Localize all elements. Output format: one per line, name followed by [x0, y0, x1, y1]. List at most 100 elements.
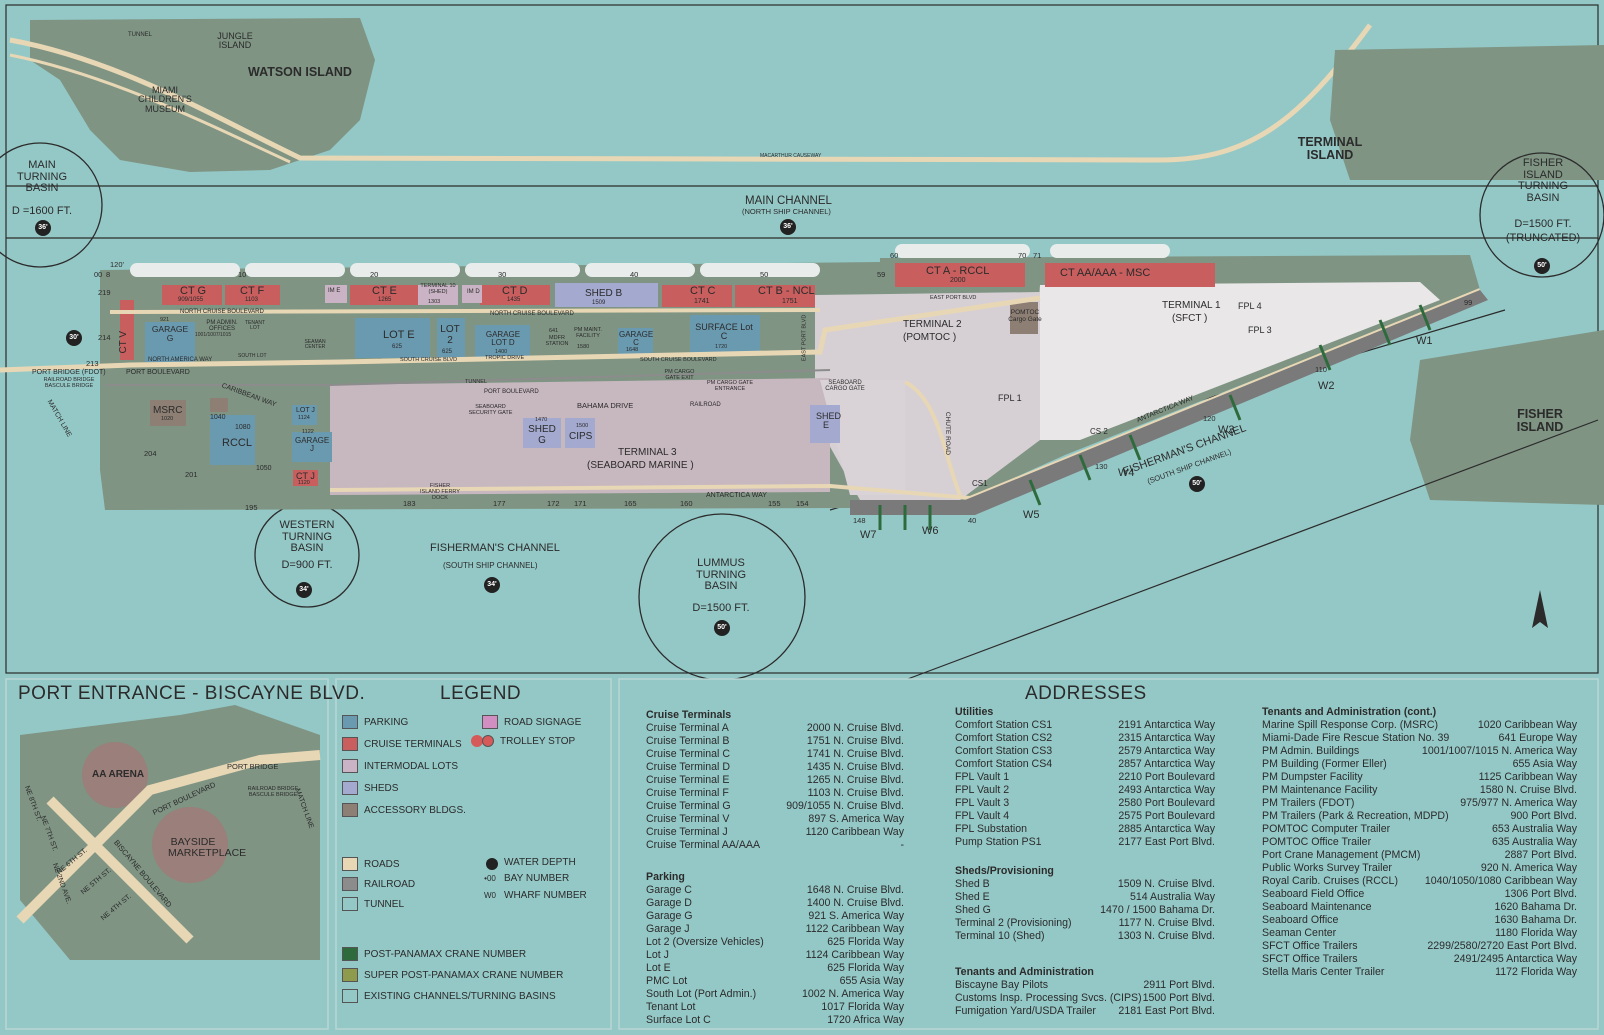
address-group-title: Parking: [646, 871, 685, 883]
address-row: South Lot (Port Admin.)1002 N. America W…: [646, 988, 904, 1001]
bahama-drive-label: BAHAMA DRIVE: [577, 401, 634, 410]
bay-number: 165: [624, 499, 637, 508]
terminal-3-sub: (SEABOARD MARINE ): [587, 460, 694, 471]
legend-item: ACCESSORY BLDGS.: [342, 803, 466, 817]
lot-j-block: [292, 405, 317, 425]
bay-number: 99: [1464, 298, 1473, 307]
address-value: 641 Europe Way: [1498, 732, 1577, 744]
bay-number: 155: [768, 499, 781, 508]
fisherman-right-depth: 50': [1189, 476, 1205, 492]
legend-swatch: [342, 877, 358, 891]
bay-number: 40: [630, 270, 639, 279]
address-value: 1306 Port Blvd.: [1504, 888, 1577, 900]
pm-admin-number: 1001/1007/1015: [195, 332, 232, 338]
address-name: PMC Lot: [646, 975, 688, 987]
bay-number: 195: [245, 503, 258, 512]
address-value: 1509 N. Cruise Blvd.: [1117, 878, 1215, 890]
address-value: 2911 Port Blvd.: [1143, 979, 1215, 991]
address-name: Royal Carib. Cruises (RCCL): [1262, 875, 1398, 887]
legend-symbol: •00: [484, 874, 496, 883]
fisher-island-label: FISHER ISLAND: [1516, 407, 1564, 435]
legend-label: PARKING: [364, 716, 409, 728]
ct-aa-block: [1045, 263, 1215, 287]
legend-label: ROAD SIGNAGE: [504, 716, 582, 728]
fpl3-label: FPL 3: [1248, 325, 1272, 335]
legend-item: POST-PANAMAX CRANE NUMBER: [342, 947, 526, 961]
ct-c-number: 1741: [694, 298, 710, 305]
entrance-rr-bridge-label: RAILROAD BRIDGE BASCULE BRIDGE: [247, 786, 299, 798]
bay-number: 204: [144, 449, 157, 458]
fisherman-channel-left-sub: (SOUTH SHIP CHANNEL): [443, 561, 538, 570]
lot-e-label: LOT E: [383, 329, 415, 341]
antarctica-way-label: ANTARCTICA WAY: [706, 492, 767, 499]
address-name: POMTOC Office Trailer: [1262, 836, 1372, 848]
address-value: 2575 Port Boulevard: [1118, 810, 1215, 822]
bay-number: 120': [110, 260, 124, 269]
address-value: 1172 Florida Way: [1495, 966, 1577, 978]
bay-number: 177: [493, 499, 506, 508]
causeway-ramp: [9, 53, 291, 164]
ct-g-block: [162, 285, 222, 305]
msrc-label: MSRC: [153, 405, 183, 416]
garage-c-block: [618, 328, 653, 356]
address-name: Terminal 10 (Shed): [955, 930, 1045, 942]
address-name: Garage J: [646, 923, 690, 935]
ct-e-label: CT E: [372, 285, 397, 297]
lot-2-label: LOT 2: [440, 324, 460, 346]
ct-j-label: CT J: [296, 471, 315, 481]
pm-cargo-entrance-label: PM CARGO GATE ENTRANCE: [706, 380, 754, 392]
address-name: Garage D: [646, 897, 692, 909]
south-lot-label: SOUTH LOT: [238, 353, 267, 359]
address-value: 2177 East Port Blvd.: [1118, 836, 1215, 848]
seaman-center-label: SEAMAN CENTER: [304, 339, 326, 351]
address-value: 1125 Caribbean Way: [1478, 771, 1577, 783]
address-value: 2579 Antarctica Way: [1118, 745, 1215, 757]
address-row: Terminal 2 (Provisioning)1177 N. Cruise …: [955, 917, 1215, 930]
shed-b-number: 1509: [592, 300, 606, 306]
imd-block: [462, 285, 482, 303]
bay-number: 50: [760, 270, 769, 279]
berthed-ships: [130, 244, 1170, 277]
rccl-label: RCCL: [222, 437, 252, 449]
pomtoc-gate-block: [1010, 302, 1038, 334]
garage-g-label: GARAGE G: [151, 324, 189, 343]
address-name: FPL Vault 3: [955, 797, 1010, 809]
address-value: 1001/1007/1015 N. America Way: [1421, 745, 1577, 757]
legend-symbols: [471, 735, 498, 870]
port-boulevard-inset-road: [16, 750, 321, 924]
address-name: Miami-Dade Fire Rescue Station No. 39: [1262, 732, 1450, 744]
address-name: Biscayne Bay Pilots: [955, 979, 1049, 991]
address-row: PM Trailers (FDOT)975/977 N. America Way: [1262, 797, 1577, 810]
ct-aa-label: CT AA/AAA - MSC: [1060, 267, 1151, 279]
ct-f-number: 1103: [245, 297, 258, 303]
ct-e-number: 1265: [378, 297, 392, 303]
garage-c-label: GARAGE C: [619, 330, 654, 348]
port-boulevard-label: PORT BOULEVARD: [126, 369, 190, 376]
address-value: 2885 Antarctica Way: [1118, 823, 1215, 835]
surface-c-block: [690, 315, 760, 355]
address-value: 2315 Antarctica Way: [1118, 732, 1215, 744]
address-value: 2491/2495 Antarctica Way: [1453, 953, 1577, 965]
legend-label: EXISTING CHANNELS/TURNING BASINS: [364, 990, 556, 1002]
wharf-w4: W4: [1118, 467, 1135, 479]
legend-swatch: [342, 968, 358, 982]
legend-label: TROLLEY STOP: [500, 735, 576, 747]
address-group-title: Tenants and Administration (cont.): [1262, 706, 1437, 718]
address-name: PM Maintenance Facility: [1262, 784, 1378, 796]
terminal-2-sub: (POMTOC ): [903, 332, 957, 343]
msrc-number: 1020: [161, 416, 174, 422]
legend-item: ROADS: [342, 857, 400, 871]
